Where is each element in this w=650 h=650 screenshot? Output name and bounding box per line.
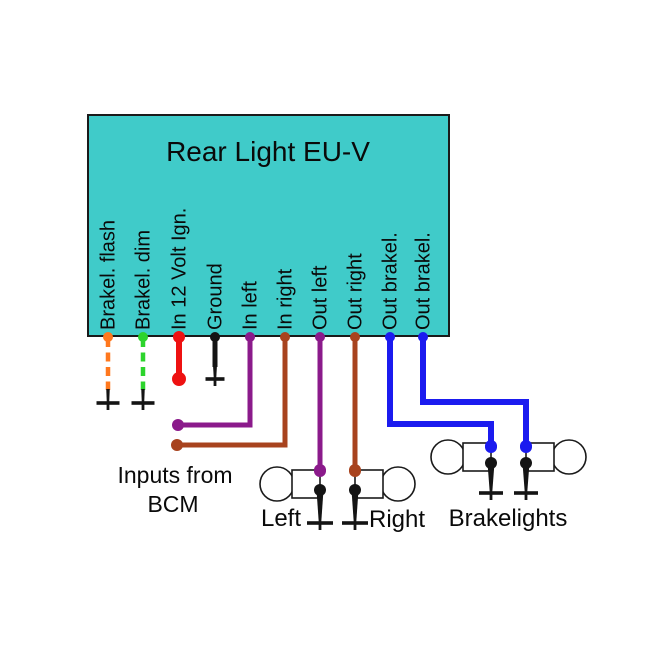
ground-module-stub xyxy=(213,379,217,386)
ground-brakel-dim xyxy=(131,389,155,410)
pin-label-in-12v-ign: In 12 Volt Ign. xyxy=(169,208,191,330)
pin-label-brakel-dim: Brakel. dim xyxy=(133,230,155,330)
pin-label-in-right: In right xyxy=(275,268,297,330)
ground-right-bulb-stub xyxy=(353,523,357,530)
pin-dot-out-brakel-1 xyxy=(385,332,395,342)
ground-brakel-dim-stub xyxy=(141,403,145,410)
module-title: Rear Light EU-V xyxy=(166,136,370,167)
out-brakel-wire-1 xyxy=(387,337,494,446)
brakelights-caption: Brakelights xyxy=(449,505,568,532)
pin-labels-layer: Brakel. flash Brakel. dim In 12 Volt Ign. G… xyxy=(98,208,435,330)
ground-brake-bulb-2-stub xyxy=(524,493,528,500)
ground-brake-bulb-2-stem xyxy=(522,463,530,493)
pin-label-brakel-flash: Brakel. flash xyxy=(98,220,120,330)
ground-brake-bulb-2 xyxy=(514,463,538,500)
ign-12v-wire-end-dot xyxy=(172,372,186,386)
brake-bulb-1-supply-dot xyxy=(485,441,497,453)
left-bulb-caption: Left xyxy=(261,505,301,532)
ground-brakel-flash-stub xyxy=(106,403,110,410)
ground-left-bulb-stem xyxy=(316,490,324,523)
pin-label-out-brakel-1: Out brakel. xyxy=(380,232,402,330)
pin-dot-in-right xyxy=(280,332,290,342)
pin-dot-out-right xyxy=(350,332,360,342)
brake-bulb-2-supply-dot xyxy=(520,441,532,453)
ground-module xyxy=(205,365,225,386)
ground-right-bulb xyxy=(342,490,368,530)
brake-bulb-2-glass xyxy=(551,439,587,475)
ground-left-bulb-stub xyxy=(318,523,322,530)
right-bulb xyxy=(354,466,416,502)
in-left-wire-end-dot xyxy=(172,419,184,431)
right-bulb-glass xyxy=(380,466,416,502)
pin-label-ground: Ground xyxy=(205,263,227,330)
pin-label-in-left: In left xyxy=(240,281,262,330)
bulbs-layer xyxy=(259,439,587,502)
in-right-wire xyxy=(177,337,288,448)
bcm-caption-line-2: BCM xyxy=(147,491,198,517)
pin-label-out-right: Out right xyxy=(345,253,367,330)
left-bulb xyxy=(259,466,321,502)
ground-brakel-flash-stem xyxy=(106,389,110,403)
in-right-wire-end-dot xyxy=(171,439,183,451)
pin-dot-brakel-flash xyxy=(103,332,113,342)
pin-dot-ground xyxy=(210,332,220,342)
pin-dot-in-left xyxy=(245,332,255,342)
ground-brake-bulb-1-stub xyxy=(489,493,493,500)
out-brakel-wire-2 xyxy=(420,337,529,446)
ground-right-bulb-stem xyxy=(351,490,359,523)
ground-brake-bulb-1 xyxy=(479,463,503,500)
ground-left-bulb xyxy=(307,490,333,530)
brake-bulb-1-glass xyxy=(430,439,466,475)
ground-brakel-flash xyxy=(96,389,120,410)
bcm-caption-line-1: Inputs from xyxy=(117,462,232,488)
ground-module-stem xyxy=(213,365,217,379)
pin-label-out-left: Out left xyxy=(310,265,332,330)
pin-dot-out-left xyxy=(315,332,325,342)
pin-dot-out-brakel-2 xyxy=(418,332,428,342)
brake-bulb-2 xyxy=(525,439,587,475)
module-box-layer: Rear Light EU-V xyxy=(87,114,450,337)
pin-dot-brakel-dim xyxy=(138,332,148,342)
pin-dot-in-12v-ign xyxy=(173,331,185,343)
in-left-wire xyxy=(178,337,253,428)
left-bulb-supply-dot xyxy=(314,465,326,477)
right-bulb-caption: Right xyxy=(369,506,425,533)
pin-label-out-brakel-2: Out brakel. xyxy=(413,232,435,330)
brake-bulb-1 xyxy=(430,439,492,475)
left-bulb-glass xyxy=(259,466,295,502)
ground-brakel-dim-stem xyxy=(141,389,145,403)
wires-layer xyxy=(105,337,529,470)
right-bulb-supply-dot xyxy=(349,465,361,477)
ground-symbols-layer xyxy=(96,365,538,530)
ground-brake-bulb-1-stem xyxy=(487,463,495,493)
module-box xyxy=(87,114,450,337)
